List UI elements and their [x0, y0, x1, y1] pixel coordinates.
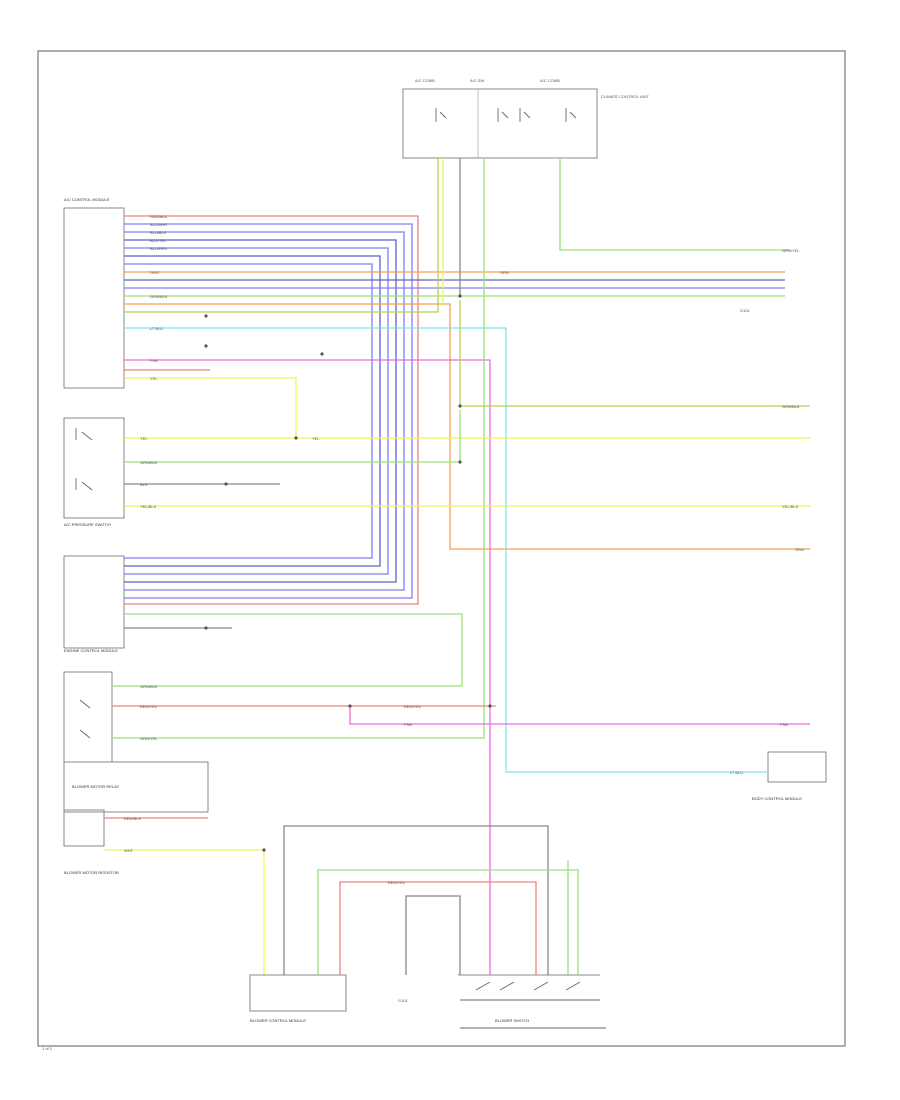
wire-bundle-middle	[104, 300, 810, 975]
wire-label: ORG	[795, 547, 804, 552]
wire-label: BLU/BLK	[150, 230, 167, 235]
wire-blue-2	[124, 231, 405, 591]
wire-blue-1	[124, 223, 413, 599]
wire-label: YEL	[150, 376, 158, 381]
wire-orange-drop	[124, 303, 810, 550]
top-connector-mid-label: A/C SW	[470, 78, 484, 83]
blower-control-module: BLOWER CONTROL MODULE	[249, 974, 347, 1023]
wire-yellow-resistor	[104, 849, 265, 975]
top-module-wires	[112, 158, 790, 739]
wire-label: YEL/BLK	[140, 504, 157, 509]
body-control-module: BODY CONTROL MODULE G101	[740, 308, 827, 801]
engine-control-module: ENGINE CONTROL MODULE	[63, 555, 125, 653]
wire-label: YEL	[312, 436, 320, 441]
wire-blue-5	[124, 255, 381, 567]
pressure-switch-assembly: A/C PRESSURE SWITCH	[63, 417, 125, 527]
wire-bundle-upper	[124, 158, 810, 975]
wire-green-top	[559, 158, 790, 251]
right-module-label: BODY CONTROL MODULE	[752, 796, 802, 801]
wire-olive-top	[124, 158, 439, 313]
top-module-switches	[435, 108, 577, 122]
bottom-ground-label: G101	[398, 998, 409, 1003]
wire-cyan	[124, 327, 768, 773]
wire-label: BLU/YEL	[150, 238, 167, 243]
wire-olive-mid	[459, 300, 810, 407]
resistor-label: BLOWER MOTOR RESISTOR	[64, 870, 119, 875]
blower-switch-label: BLOWER SWITCH	[495, 1018, 529, 1023]
splice-points	[204, 294, 492, 852]
wire-label: PNK	[150, 358, 159, 363]
wire-label: RED/YEL	[404, 704, 422, 709]
wire-label: GRN/YEL	[140, 736, 158, 741]
wire-label: PNK	[404, 722, 413, 727]
top-module: A/C COMB A/C SW A/C COMB CLIMATE CONTROL…	[402, 78, 650, 159]
wire-blue-6	[124, 263, 373, 559]
wire-blue-4	[124, 247, 389, 575]
wire-labels: RED/BLK BLU/WHT BLU/BLK BLU/YEL BLU/RED …	[124, 214, 804, 885]
diagram-frame	[37, 50, 846, 1047]
relay-label: BLOWER MOTOR RELAY	[72, 784, 120, 789]
wire-red-bottom	[339, 881, 537, 975]
wire-blue-3	[124, 239, 397, 583]
wire-label: GRN/BLK	[140, 460, 158, 465]
blower-switch: BLOWER SWITCH	[458, 974, 606, 1029]
wire-label: BLK	[140, 482, 148, 487]
wire-label: BLU/WHT	[150, 222, 169, 227]
footer-label: 1 of 2	[42, 1046, 53, 1051]
left-module-label: A/C CONTROL MODULE	[64, 197, 110, 202]
wire-label: RED/YEL	[140, 704, 158, 709]
wire-label: GRN/YEL	[782, 248, 800, 253]
wire-label: GRN/BLK	[782, 404, 800, 409]
left-module: A/C CONTROL MODULE	[63, 197, 125, 389]
wire-label: BLU/RED	[150, 246, 167, 251]
wire-label: YEL/BLK	[782, 504, 799, 509]
top-connector-right-label: A/C COMB	[540, 78, 560, 83]
wire-green-bottom	[317, 869, 579, 975]
switch-assembly-label: A/C PRESSURE SWITCH	[64, 522, 111, 527]
blower-resistor: BLOWER MOTOR RESISTOR	[63, 809, 119, 875]
wire-yellow-mid	[124, 377, 297, 438]
wire-gray-gnd	[405, 895, 461, 975]
wire-pink	[124, 359, 491, 975]
wire-label: LT BLU	[730, 770, 743, 775]
top-module-note: CLIMATE CONTROL UNIT	[601, 94, 650, 99]
wire-label: WHT	[124, 848, 134, 853]
wire-green-mid	[124, 410, 461, 463]
top-connector-left-label: A/C COMB	[415, 78, 435, 83]
wire-green-vert	[112, 158, 485, 739]
wire-label: GRN/BLK	[140, 684, 158, 689]
wire-green-ecm	[112, 613, 463, 687]
wire-label: GRN/BLK	[150, 294, 168, 299]
wire-label: ORG	[150, 270, 159, 275]
wire-label: YEL	[140, 436, 148, 441]
wire-label: LT BLU	[150, 326, 163, 331]
engine-module-label: ENGINE CONTROL MODULE	[64, 648, 118, 653]
wire-pink-relay	[349, 706, 810, 725]
blower-relay: BLOWER MOTOR RELAY	[63, 671, 209, 813]
wire-bundle-bottom	[283, 825, 579, 975]
blower-control-label: BLOWER CONTROL MODULE	[250, 1018, 306, 1023]
wire-label: RED/BLK	[150, 214, 167, 219]
wire-label: RED/YEL	[388, 880, 406, 885]
wire-red-1	[124, 215, 419, 605]
wire-label: PNK	[780, 722, 789, 727]
right-ground-label: G101	[740, 308, 751, 313]
wire-gray-frame	[283, 825, 549, 975]
wire-label: ORG	[500, 270, 509, 275]
wire-label: RED/BLK	[124, 816, 141, 821]
